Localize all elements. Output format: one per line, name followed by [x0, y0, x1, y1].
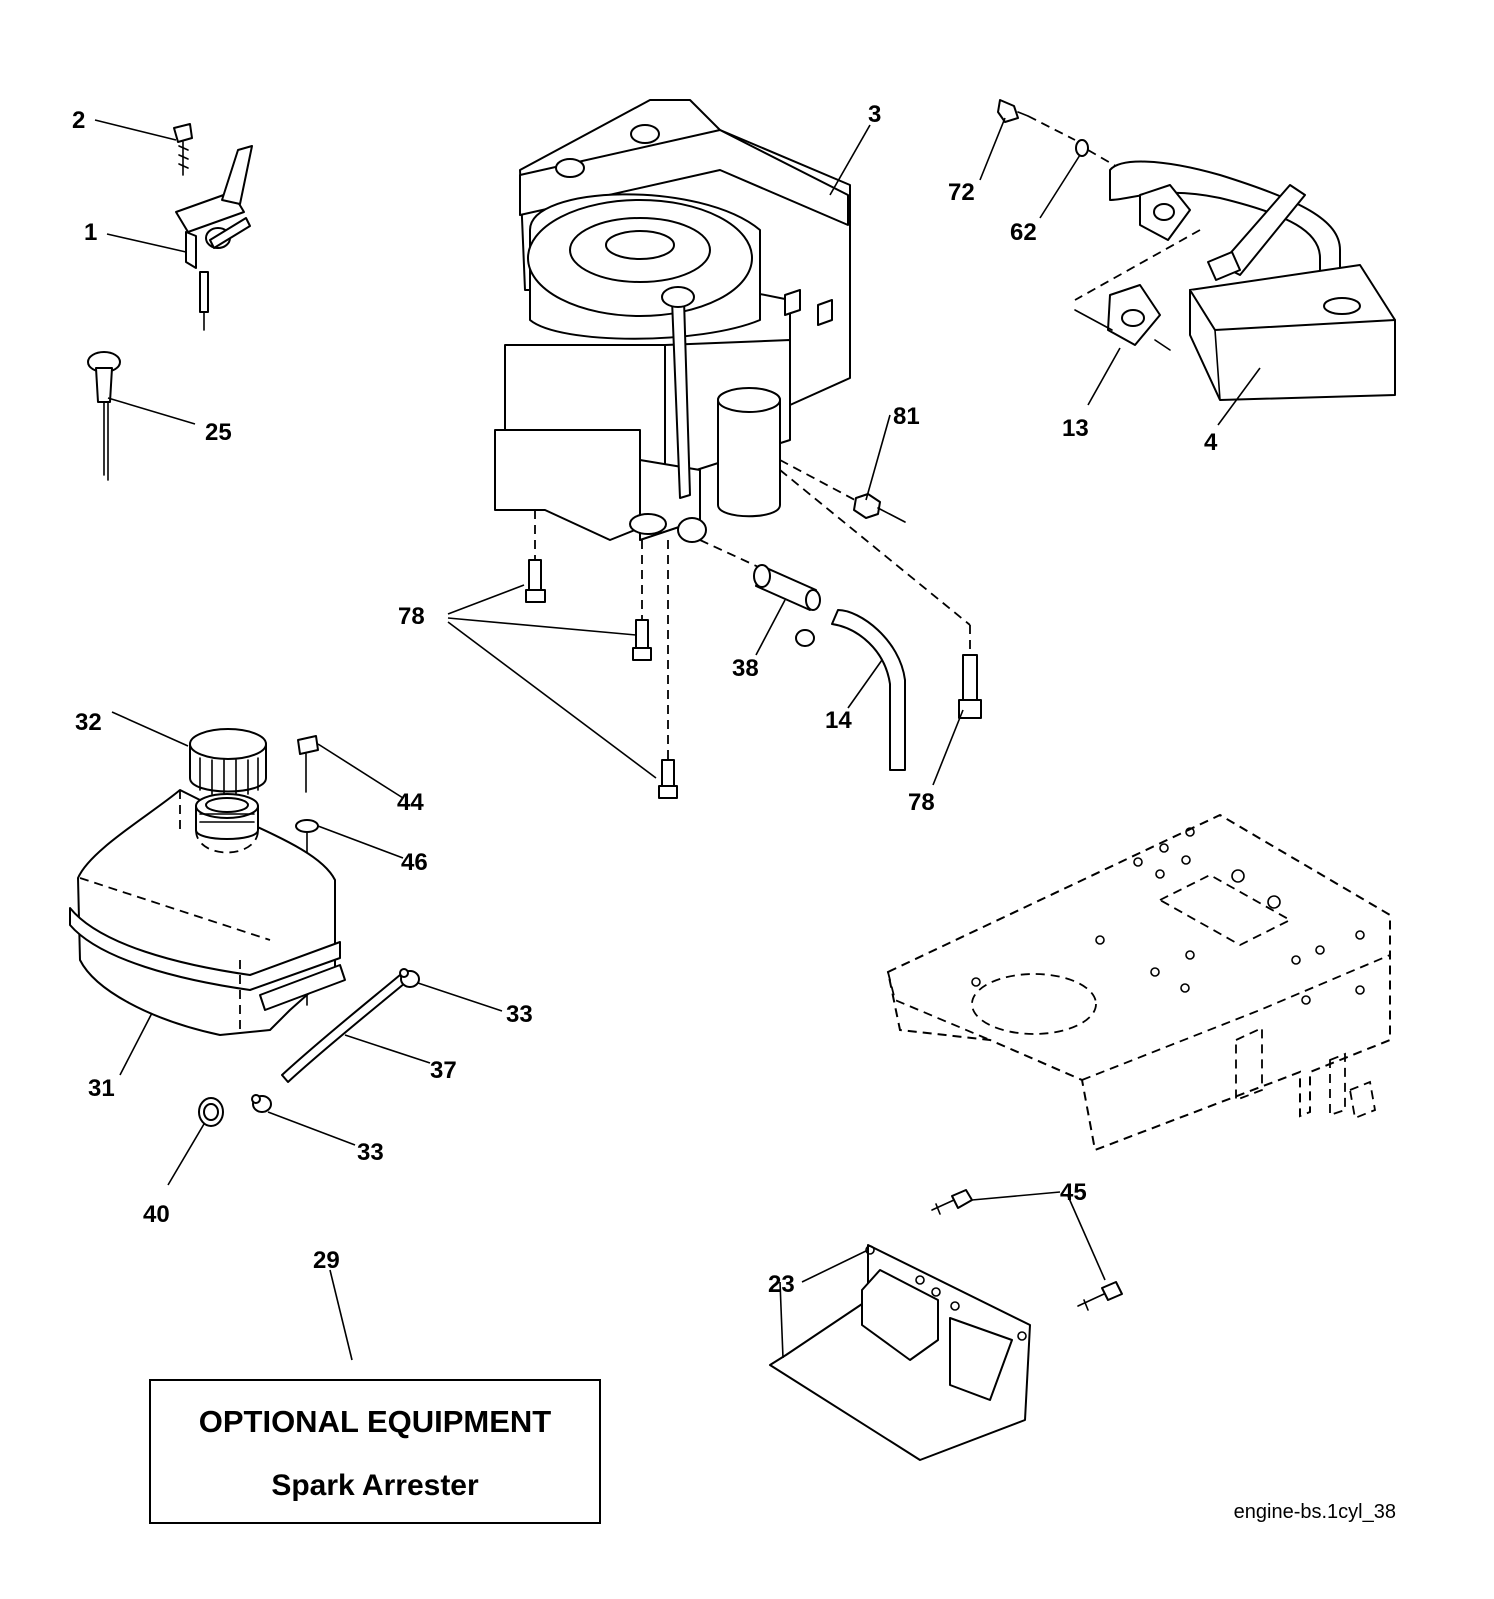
label-32: 32 [75, 709, 102, 736]
label-37: 37 [430, 1057, 457, 1084]
engine-3 [494, 99, 851, 543]
label-78-right: 78 [908, 789, 935, 816]
label-62: 62 [1010, 219, 1037, 246]
hose-clamp-33-lower [251, 1094, 272, 1113]
leader-lines [94, 117, 1261, 1361]
label-72: 72 [948, 179, 975, 206]
choke-knob-25 [87, 351, 121, 481]
label-33-upper: 33 [506, 1001, 533, 1028]
label-23: 23 [768, 1271, 795, 1298]
bolts-78 [525, 469, 982, 799]
label-40: 40 [143, 1201, 170, 1228]
fuel-cap-32 [189, 728, 267, 797]
fuel-filter-38 [699, 539, 821, 647]
label-1: 1 [84, 219, 97, 246]
label-38: 38 [732, 655, 759, 682]
muffler-assembly [997, 99, 1396, 401]
bolt-45-upper [931, 1189, 973, 1215]
optional-equipment-subtitle: Spark Arrester [271, 1469, 479, 1502]
label-78-left: 78 [398, 603, 425, 630]
diagram-id: engine-bs.1cyl_38 [1234, 1501, 1396, 1523]
bracket-23 [769, 1244, 1031, 1461]
throttle-control-assembly [173, 123, 253, 331]
fuel-hose-14 [831, 609, 906, 771]
optional-equipment-title: OPTIONAL EQUIPMENT [199, 1404, 552, 1439]
label-4: 4 [1204, 429, 1218, 456]
label-46: 46 [401, 849, 428, 876]
hose-clamp-33-upper [399, 968, 420, 988]
label-14: 14 [825, 707, 852, 734]
label-25: 25 [205, 419, 232, 446]
label-13: 13 [1062, 415, 1089, 442]
label-2: 2 [72, 107, 85, 134]
bushing-40 [198, 1097, 224, 1127]
label-3: 3 [868, 101, 881, 128]
label-33-lower: 33 [357, 1139, 384, 1166]
nut-81 [779, 459, 906, 523]
label-31: 31 [88, 1075, 115, 1102]
label-44: 44 [397, 789, 424, 816]
fuel-tank-31 [69, 789, 346, 1036]
label-45: 45 [1060, 1179, 1087, 1206]
optional-equipment-box: OPTIONAL EQUIPMENT Spark Arrester [149, 1379, 601, 1524]
fuel-line-37 [281, 974, 406, 1083]
bolt-45-lower [1077, 1281, 1123, 1311]
label-81: 81 [893, 403, 920, 430]
label-29: 29 [313, 1247, 340, 1274]
frame-phantom [886, 813, 1391, 1152]
